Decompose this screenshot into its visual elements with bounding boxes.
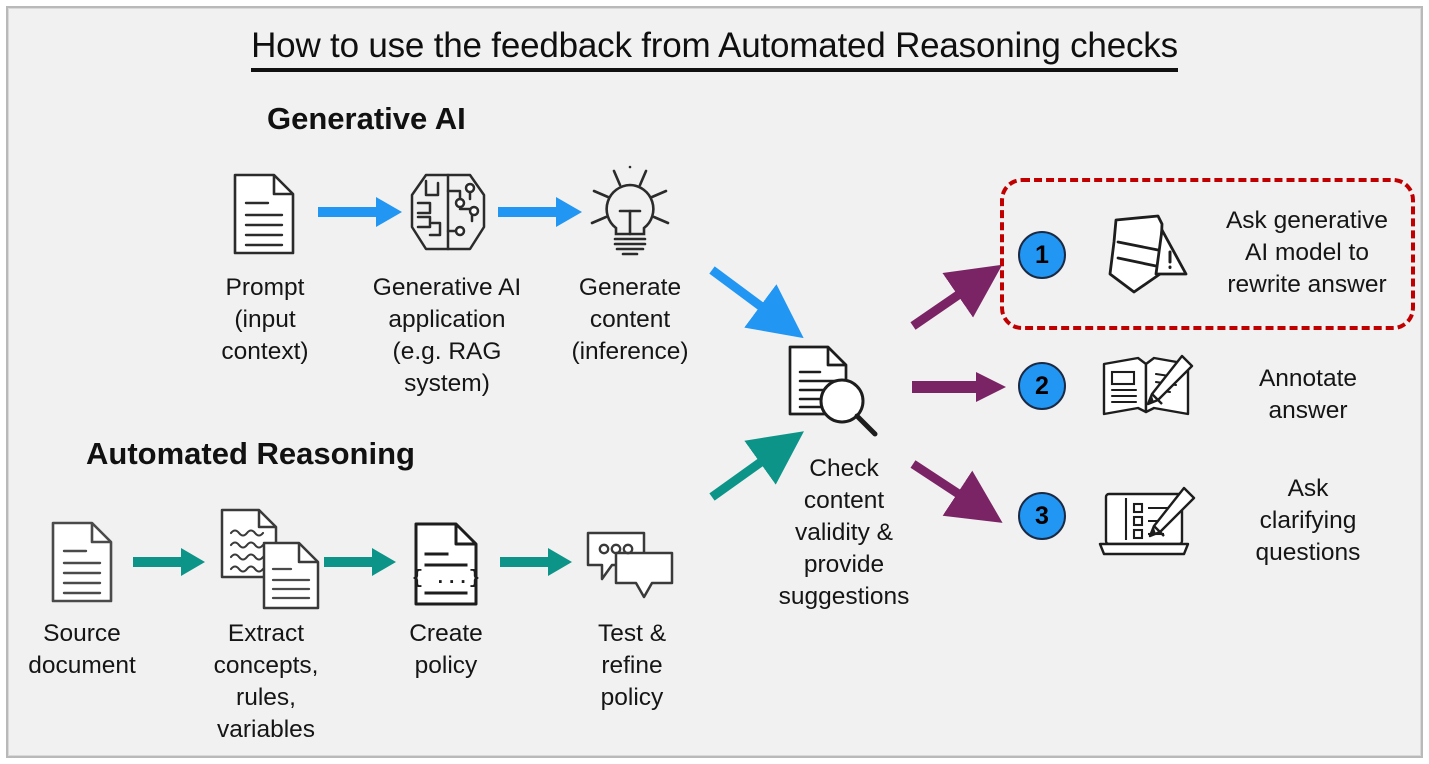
shield-alert-icon — [1100, 212, 1192, 298]
svg-text:{ ...}: { ...} — [412, 567, 480, 589]
section-heading-generative-ai: Generative AI — [267, 101, 466, 136]
document-icon — [232, 172, 296, 256]
section-heading-automated-reasoning: Automated Reasoning — [86, 436, 415, 471]
arrow-teal-source-to-extract — [133, 548, 205, 576]
outcome-number-1: 1 — [1018, 231, 1066, 279]
outcome-number-2: 2 — [1018, 362, 1066, 410]
arrow-purple-to-outcome-3 — [908, 452, 1008, 523]
arrow-teal-to-check — [706, 431, 806, 515]
arrow-purple-to-outcome-1 — [908, 264, 1008, 338]
document-icon — [50, 520, 114, 604]
arrow-blue-app-to-content — [498, 197, 582, 227]
lightbulb-icon — [584, 163, 676, 259]
arrow-teal-extract-to-policy — [324, 548, 396, 576]
arrow-teal-policy-to-test — [500, 548, 572, 576]
policy-document-icon: { ...} — [412, 521, 480, 607]
arrow-purple-to-outcome-2 — [912, 372, 1006, 402]
page-title: How to use the feedback from Automated R… — [0, 26, 1429, 72]
page-title-text: How to use the feedback from Automated R… — [251, 26, 1178, 72]
document-search-icon — [786, 344, 886, 440]
laptop-form-pencil-icon — [1098, 486, 1198, 560]
book-pencil-icon — [1098, 352, 1198, 424]
arrow-blue-prompt-to-app — [318, 197, 402, 227]
two-documents-icon — [219, 507, 323, 611]
speech-bubbles-icon — [580, 527, 680, 607]
neural-brain-icon — [408, 169, 488, 257]
outcome-number-3: 3 — [1018, 492, 1066, 540]
arrow-blue-to-check — [706, 262, 806, 342]
